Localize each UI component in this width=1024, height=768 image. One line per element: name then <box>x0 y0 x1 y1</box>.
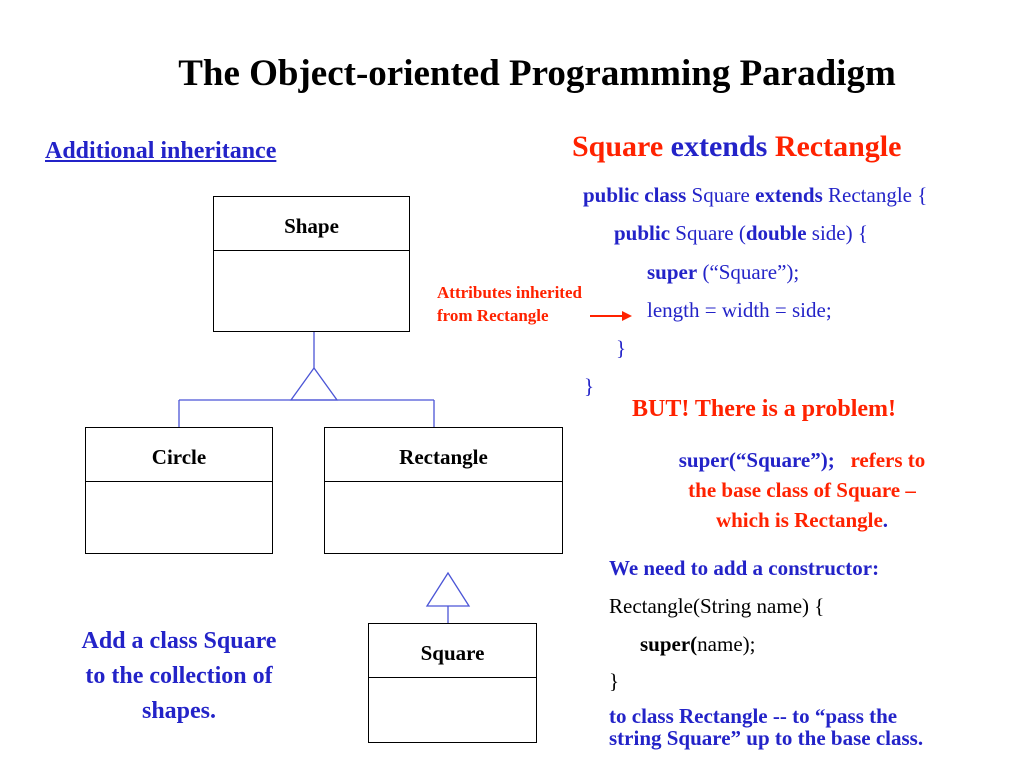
code-line-2: public Square (double side) { <box>614 221 868 245</box>
code-line-3: super (“Square”); <box>647 260 800 284</box>
section-subheading: Additional inheritance <box>45 138 277 164</box>
constructor-code-line-1: Rectangle(String name) { <box>609 594 825 618</box>
code-line-1: public class Square extends Rectangle { <box>583 183 928 207</box>
circle-class-name: Circle <box>86 428 272 482</box>
shape-class-name: Shape <box>214 197 409 251</box>
constructor-code-line-2: super(name); <box>640 632 756 656</box>
code-line-6: } <box>584 374 595 398</box>
square-class-box: Square <box>368 623 537 743</box>
extends-heading: Square extends Rectangle <box>572 130 902 163</box>
rectangle-inheritance-triangle <box>425 571 471 607</box>
constructor-code-line-3: } <box>609 669 620 693</box>
shape-class-box: Shape <box>213 196 410 332</box>
rectangle-class-box: Rectangle <box>324 427 563 554</box>
inherited-attributes-note: Attributes inherited from Rectangle <box>437 283 582 325</box>
super-explanation: super(“Square”); refers to the base clas… <box>678 448 926 532</box>
inherit-arrow <box>590 311 632 321</box>
constructor-heading: We need to add a constructor: <box>609 556 880 580</box>
code-line-5: } <box>616 336 627 360</box>
rectangle-class-name: Rectangle <box>325 428 562 482</box>
circle-class-box: Circle <box>85 427 273 554</box>
page-title: The Object-oriented Programming Paradigm <box>178 53 896 94</box>
code-line-4: length = width = side; <box>647 298 832 322</box>
shape-inheritance-triangle <box>289 366 339 401</box>
constructor-explanation: to class Rectangle -- to “pass the strin… <box>609 704 924 750</box>
problem-callout: BUT! There is a problem! <box>632 396 897 422</box>
add-class-note: Add a class Square to the collection of … <box>81 628 277 724</box>
square-class-name: Square <box>369 624 536 678</box>
